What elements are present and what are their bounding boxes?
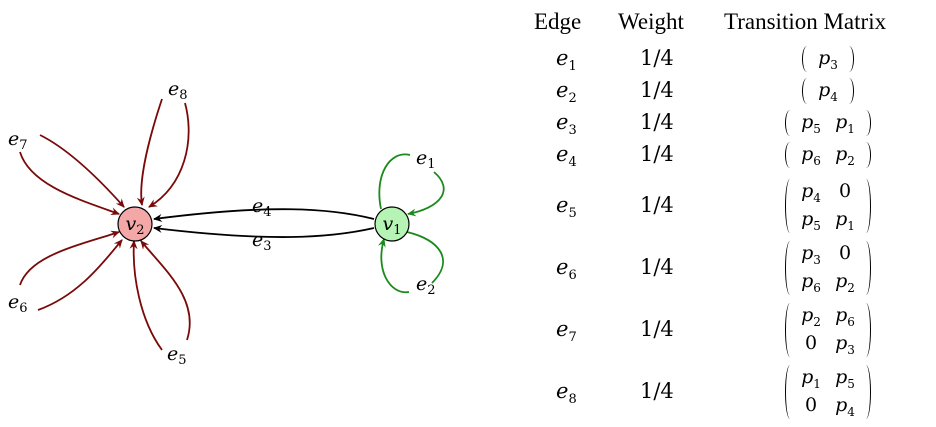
transition-matrix: p1 p5 0 p4 bbox=[785, 365, 871, 419]
edge-label-e1: e1 bbox=[416, 147, 436, 172]
graph-diagram: v2 v1 e8 e7 e6 e5 e4 e3 e1 e2 bbox=[8, 78, 445, 368]
table-weight-cell: 1/4 bbox=[640, 110, 674, 134]
transition-matrix: p3 bbox=[802, 46, 854, 72]
matrix-entry: p1 bbox=[801, 366, 821, 391]
left-paren bbox=[785, 303, 795, 357]
edge-label-e5: e5 bbox=[167, 343, 187, 368]
transition-matrix: p6 p2 bbox=[785, 142, 871, 168]
table-edge-cell: e4 bbox=[556, 142, 577, 171]
matrix-entry: p3 bbox=[835, 332, 855, 357]
edge-label-e8: e8 bbox=[168, 78, 188, 103]
edge-e5 bbox=[129, 240, 163, 351]
left-paren bbox=[785, 110, 795, 136]
table-weight-cell: 1/4 bbox=[640, 317, 674, 341]
left-paren bbox=[785, 142, 795, 168]
header-weight: Weight bbox=[618, 9, 684, 34]
edge-e5-b bbox=[140, 240, 191, 341]
edge-label-e7: e7 bbox=[8, 128, 28, 153]
right-paren bbox=[861, 303, 871, 357]
header-edge: Edge bbox=[534, 9, 582, 34]
edge-e7 bbox=[39, 134, 125, 208]
right-paren bbox=[861, 179, 871, 233]
edge-e4 bbox=[153, 208, 375, 222]
table-edge-cell: e5 bbox=[556, 193, 577, 222]
transition-matrix: p5 p1 bbox=[785, 110, 871, 136]
left-paren bbox=[802, 78, 812, 104]
matrix-entry: p3 bbox=[818, 47, 838, 72]
matrix-entry: p6 bbox=[801, 143, 821, 168]
edge-e8-b bbox=[148, 102, 190, 208]
table-weight-cell: 1/4 bbox=[640, 255, 674, 279]
matrix-entry: p1 bbox=[835, 208, 855, 233]
matrix-entry: p4 bbox=[818, 79, 838, 104]
table-edge-cell: e6 bbox=[556, 255, 577, 284]
table-edge-cell: e1 bbox=[556, 46, 577, 75]
matrix-entry: p2 bbox=[801, 304, 821, 329]
table-weight-cell: 1/4 bbox=[640, 193, 674, 217]
right-paren bbox=[844, 78, 854, 104]
edge-label-e2: e2 bbox=[416, 273, 436, 298]
transition-matrix: p3 0 p6 p2 bbox=[785, 241, 871, 295]
table-edge-cell: e2 bbox=[556, 78, 577, 107]
node-v1 bbox=[374, 206, 410, 242]
edge-e3 bbox=[153, 224, 375, 238]
node-v2 bbox=[117, 206, 153, 242]
matrix-entry: p4 bbox=[801, 180, 821, 205]
transition-matrix: p4 0 p5 p1 bbox=[785, 179, 871, 233]
edge-e6-b bbox=[37, 239, 123, 311]
table-weight-cell: 1/4 bbox=[640, 379, 674, 403]
right-paren bbox=[861, 110, 871, 136]
table-edge-cell: e7 bbox=[556, 317, 577, 346]
right-paren bbox=[844, 46, 854, 72]
node-v1-label: v1 bbox=[382, 213, 401, 238]
table-weight-cell: 1/4 bbox=[640, 78, 674, 102]
edge-e2 bbox=[381, 232, 444, 293]
edge-e8 bbox=[136, 98, 163, 206]
node-v2-label: v2 bbox=[125, 213, 144, 238]
matrix-entry: p5 bbox=[801, 208, 821, 233]
matrix-entry: p5 bbox=[801, 111, 821, 136]
right-paren bbox=[861, 142, 871, 168]
matrix-entry: 0 bbox=[804, 394, 818, 416]
edge-label-e3: e3 bbox=[252, 229, 272, 254]
matrix-entry: p1 bbox=[835, 111, 855, 136]
left-paren bbox=[802, 46, 812, 72]
transition-matrix: p2 p6 0 p3 bbox=[785, 303, 871, 357]
left-paren bbox=[785, 179, 795, 233]
matrix-entry: p4 bbox=[835, 394, 855, 419]
edge-e1 bbox=[378, 153, 445, 214]
transition-matrix: p4 bbox=[802, 78, 854, 104]
left-paren bbox=[785, 365, 795, 419]
matrix-entry: p6 bbox=[835, 304, 855, 329]
matrix-entry: p5 bbox=[835, 366, 855, 391]
table-edge-cell: e3 bbox=[556, 110, 577, 139]
matrix-entry: 0 bbox=[838, 242, 852, 264]
right-paren bbox=[861, 365, 871, 419]
matrix-entry: p2 bbox=[835, 143, 855, 168]
left-paren bbox=[785, 241, 795, 295]
matrix-entry: p6 bbox=[801, 270, 821, 295]
table-weight-cell: 1/4 bbox=[640, 142, 674, 166]
edge-e7-b bbox=[19, 151, 120, 216]
table-weight-cell: 1/4 bbox=[640, 46, 674, 70]
matrix-entry: 0 bbox=[838, 180, 852, 202]
matrix-entry: p3 bbox=[801, 242, 821, 267]
table-edge-cell: e8 bbox=[556, 379, 577, 408]
right-paren bbox=[861, 241, 871, 295]
matrix-entry: 0 bbox=[804, 332, 818, 354]
header-transition-matrix: Transition Matrix bbox=[724, 9, 887, 34]
edge-label-e6: e6 bbox=[8, 291, 28, 316]
edge-label-e4: e4 bbox=[252, 195, 272, 220]
edge-e6 bbox=[19, 230, 120, 286]
matrix-entry: p2 bbox=[835, 270, 855, 295]
